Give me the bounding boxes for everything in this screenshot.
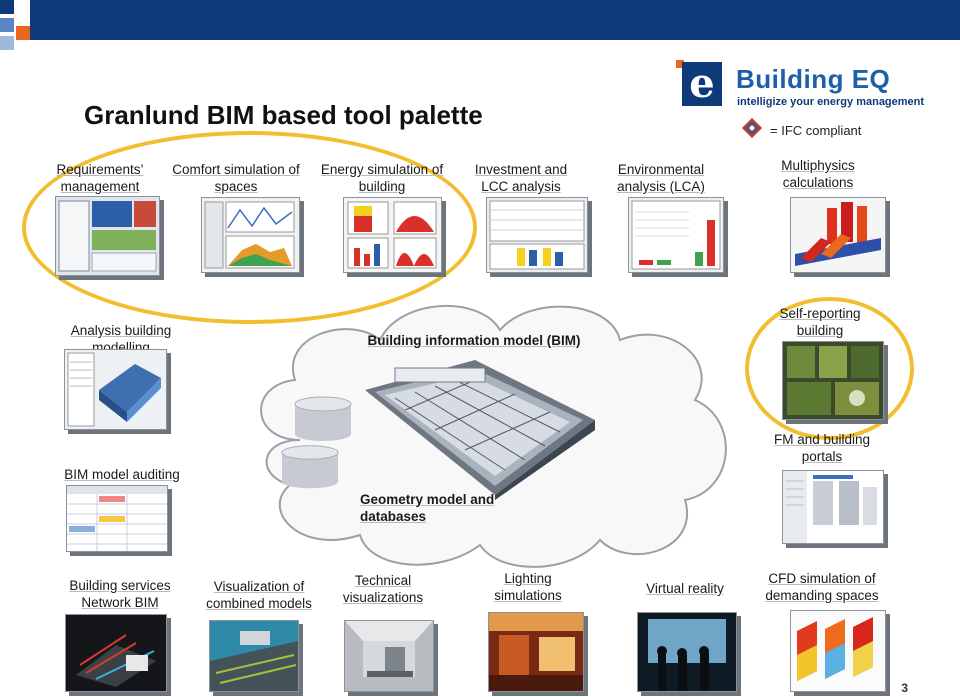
brand-name: Building EQ — [736, 64, 891, 94]
corner-square-navy — [0, 0, 14, 14]
combined-models-render-icon — [210, 621, 298, 691]
label-bim: Building information model (BIM) — [367, 333, 581, 348]
comfort-chart-icon — [202, 198, 299, 272]
page-number: 3 — [901, 681, 908, 695]
label-self-reporting: Self-reporting building — [779, 306, 861, 338]
database-cylinder-upper-icon — [294, 396, 352, 441]
thumb-investment — [486, 197, 588, 273]
ifc-note: = IFC compliant — [770, 123, 862, 138]
corner-square-blue — [0, 18, 14, 32]
label-multiphysics: Multiphysics calculations — [781, 158, 855, 190]
database-cylinder-lower-icon — [281, 445, 339, 489]
ifc-compliant-icon — [742, 118, 762, 138]
label-bim-auditing: BIM model auditing — [64, 467, 180, 482]
label-visualization-combined: Visualization of combined models — [206, 579, 312, 611]
top-banner — [30, 0, 960, 40]
label-energy-simulation: Energy simulation of building — [320, 162, 444, 194]
thumb-building-services — [65, 614, 167, 692]
label-cfd-simulation: CFD simulation of demanding spaces — [765, 571, 879, 603]
analysis-model-icon — [65, 350, 166, 429]
label-fm-portals: FM and building portals — [773, 432, 871, 464]
self-reporting-dashboard-icon — [783, 342, 883, 419]
label-lighting-simulations: Lighting simulations — [494, 571, 562, 603]
thumb-visualization-combined — [209, 620, 299, 692]
environmental-chart-icon — [629, 198, 723, 272]
requirements-screenshot-icon — [56, 197, 159, 275]
building-services-render-icon — [66, 615, 166, 691]
highlight-oval-requirements — [22, 131, 477, 324]
thumb-bim-auditing — [66, 485, 168, 552]
thumb-lighting-simulations — [488, 612, 584, 692]
thumb-comfort — [201, 197, 300, 273]
label-virtual-reality: Virtual reality — [646, 581, 724, 596]
thumb-environmental — [628, 197, 724, 273]
multiphysics-render-icon — [791, 198, 885, 272]
lighting-render-icon — [489, 613, 583, 691]
fm-portal-icon — [783, 471, 883, 543]
investment-chart-icon — [487, 198, 587, 272]
technical-visualization-icon — [345, 621, 433, 691]
highlight-oval-self-reporting — [745, 297, 914, 440]
page-title: Granlund BIM based tool palette — [84, 100, 483, 130]
thumb-multiphysics — [790, 197, 886, 273]
energy-chart-icon — [344, 198, 441, 272]
thumb-fm-portals — [782, 470, 884, 544]
brand-tagline: intelligize your energy management — [737, 96, 925, 108]
thumb-requirements — [55, 196, 160, 276]
label-geometry-databases: Geometry model and databases — [360, 492, 495, 524]
auditing-table-icon — [67, 486, 167, 551]
corner-square-light — [0, 36, 14, 50]
label-comfort-simulation: Comfort simulation of spaces — [172, 162, 300, 194]
cfd-simulation-render-icon — [791, 611, 885, 691]
thumb-analysis-modelling — [64, 349, 167, 430]
label-investment-lcc: Investment and LCC analysis — [474, 162, 568, 194]
label-technical-visualizations: Technical visualizations — [342, 573, 424, 605]
corner-square-orange — [16, 26, 30, 40]
virtual-reality-room-icon — [638, 613, 736, 691]
label-environmental-lca: Environmental analysis (LCA) — [617, 162, 705, 194]
building-eq-logo-icon: e — [682, 62, 722, 106]
thumb-self-reporting — [782, 341, 884, 420]
label-building-services: Building services Network BIM — [69, 578, 171, 610]
logo-accent — [676, 60, 684, 68]
thumb-energy — [343, 197, 442, 273]
thumb-virtual-reality — [637, 612, 737, 692]
bim-building-render-icon — [365, 360, 595, 500]
thumb-cfd-simulation — [790, 610, 886, 692]
label-requirements-management: Requirements’ management — [56, 162, 144, 194]
thumb-technical-visualizations — [344, 620, 434, 692]
